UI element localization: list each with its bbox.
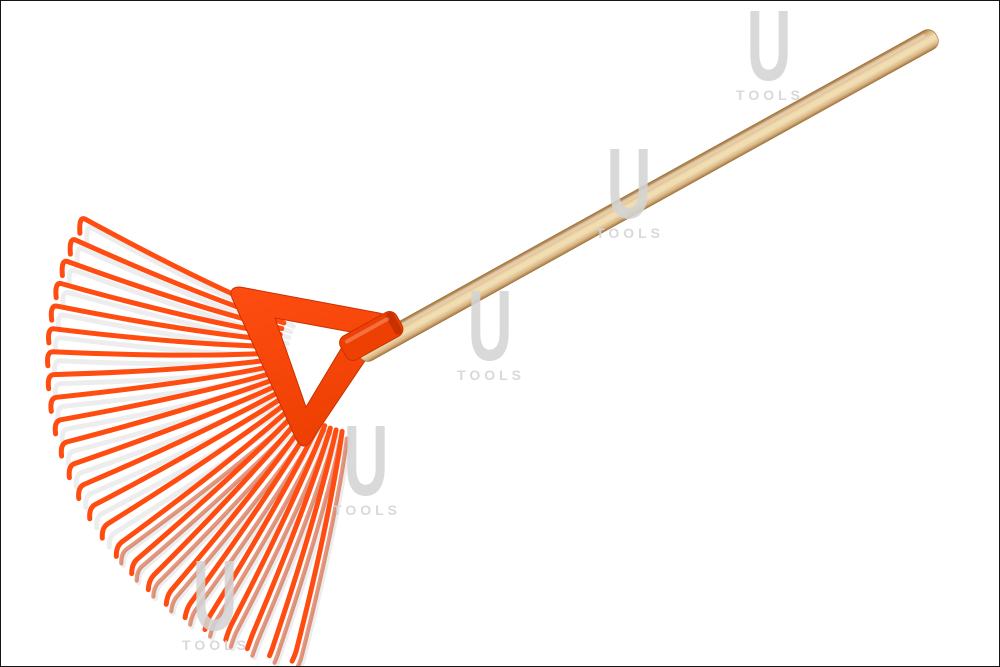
rake-tine [129, 405, 303, 577]
rake-socket-highlight [344, 317, 390, 344]
rake-socket [339, 311, 404, 361]
rake-tine [295, 436, 350, 666]
rake-tine [145, 409, 307, 593]
rake-tine [45, 356, 281, 392]
rake-tine [52, 368, 283, 437]
rake-tine [250, 433, 338, 658]
rake-tine [113, 401, 299, 559]
rake-tine [298, 437, 352, 666]
rake-tine [223, 423, 328, 643]
rake-tine [99, 396, 295, 541]
rake-head-frame [230, 286, 389, 447]
rake-tine [244, 425, 333, 652]
rake-tine [48, 362, 282, 414]
rake-tine [58, 374, 285, 459]
rake-tine [272, 434, 344, 665]
rake-socket-body [339, 311, 404, 361]
rake-socket-collar [385, 312, 403, 335]
rake-tine [45, 349, 281, 369]
rake-tine [76, 385, 289, 502]
rake-tine [289, 428, 345, 664]
rake-handle [357, 29, 939, 362]
rake-tine [46, 326, 281, 349]
rake-tine [48, 303, 282, 343]
rake-handle-wood [357, 29, 939, 362]
rake-tine [66, 380, 287, 481]
rake-tine [163, 413, 312, 607]
rake-handle-highlight [368, 34, 925, 345]
rake-tine [202, 420, 322, 632]
rake-tine [59, 258, 285, 332]
rake-tine [182, 417, 317, 621]
rake-tine [87, 391, 292, 522]
rake-tine [53, 280, 283, 337]
rake-tines [45, 216, 345, 664]
rake-tine [267, 427, 339, 659]
